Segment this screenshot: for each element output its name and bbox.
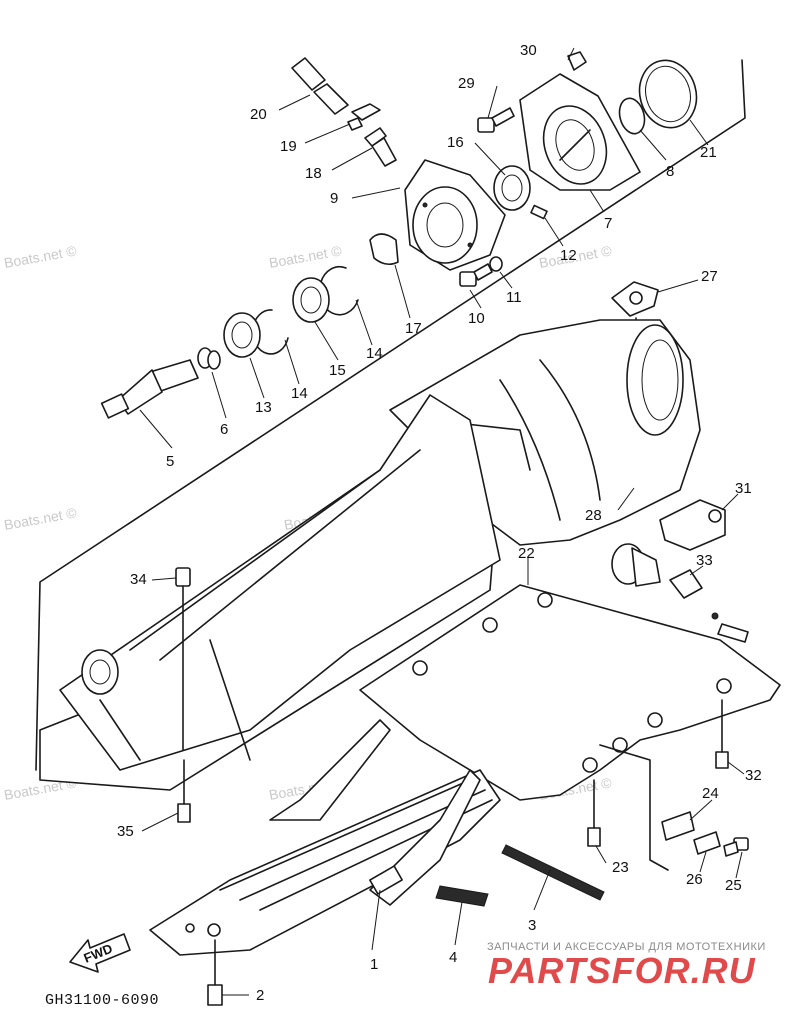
callout-18: 18 [305, 165, 322, 182]
callout-2: 2 [256, 987, 264, 1004]
callout-28: 28 [585, 507, 602, 524]
callout-15: 15 [329, 362, 346, 379]
watermark: Boats.net © [3, 242, 79, 271]
part-1-grate [149, 719, 501, 956]
part-18-pin [364, 127, 397, 167]
callout-13: 13 [255, 399, 272, 416]
callout-33: 33 [696, 552, 713, 569]
part-35-bolt [177, 759, 191, 823]
part-26-plate [693, 831, 721, 855]
intake-duct-assembly [39, 394, 501, 791]
callout-9: 9 [330, 190, 338, 207]
callout-7: 7 [604, 215, 612, 232]
part-22-ride-plate [359, 584, 781, 871]
part-4-block [435, 885, 489, 907]
part-34-bolt [175, 567, 191, 751]
part-5-shaft [100, 359, 199, 419]
callout-10: 10 [468, 310, 485, 327]
part-small-pin [711, 612, 749, 643]
callout-4: 4 [449, 949, 457, 966]
part-27-mount [611, 281, 659, 317]
watermark: Boats.net © [268, 242, 344, 271]
callout-23: 23 [612, 859, 629, 876]
part-16-bearing [493, 165, 531, 211]
part-12-pin [530, 204, 548, 220]
exploded-group-outline [35, 59, 746, 771]
part-25-bolt [723, 837, 749, 857]
part-19-clip [347, 103, 381, 131]
callout-6: 6 [220, 421, 228, 438]
callout-29: 29 [458, 75, 475, 92]
callout-8: 8 [666, 163, 674, 180]
part-33-pin [669, 569, 703, 599]
part-32-bolt [715, 699, 729, 769]
callout-21: 21 [700, 144, 717, 161]
callout-14: 14 [291, 385, 308, 402]
callout-34: 34 [130, 571, 147, 588]
brand-tagline: ЗАПЧАСТИ И АКСЕССУАРЫ ДЛЯ МОТОТЕХНИКИ [487, 941, 766, 953]
callout-12: 12 [560, 247, 577, 264]
drawing-code: GH31100-6090 [45, 992, 159, 1009]
callout-16: 16 [447, 134, 464, 151]
callout-30: 30 [520, 42, 537, 59]
part-9-bearing-housing [404, 159, 506, 271]
brand-watermark: ЗАПЧАСТИ И АКСЕССУАРЫ ДЛЯ МОТОТЕХНИКИ PA… [487, 941, 766, 991]
callout-32: 32 [745, 767, 762, 784]
part-31-bracket [659, 499, 726, 551]
part-20-sleeve [291, 57, 349, 115]
callout-14b: 14 [366, 345, 383, 362]
callout-24: 24 [702, 785, 719, 802]
part-29-bolt [477, 107, 515, 133]
part-24-block [661, 811, 695, 841]
part-impeller-cap [611, 543, 661, 587]
callout-27: 27 [701, 268, 718, 285]
part-11-washer [489, 256, 503, 272]
watermark: Boats.net © [3, 504, 79, 533]
part-17-clip [369, 233, 399, 266]
part-21-ring [638, 59, 698, 129]
callouts: 1 2 3 4 5 6 7 8 9 10 11 12 13 14 14 15 1… [117, 42, 762, 1004]
part-30-plate [567, 51, 587, 71]
callout-20: 20 [250, 106, 267, 123]
callout-1: 1 [370, 956, 378, 973]
callout-3: 3 [528, 917, 536, 934]
callout-17: 17 [405, 320, 422, 337]
callout-26: 26 [686, 871, 703, 888]
callout-31: 31 [735, 480, 752, 497]
part-13-bearing [223, 312, 261, 358]
part-23-bolt [587, 779, 601, 847]
part-3-strip [501, 844, 605, 901]
callout-11: 11 [506, 289, 522, 306]
callout-22: 22 [518, 545, 535, 562]
part-7-housing [519, 73, 641, 191]
callout-19: 19 [280, 138, 297, 155]
callout-25: 25 [725, 877, 742, 894]
fwd-arrow-icon: FWD [69, 933, 131, 973]
part-8-oring [618, 97, 646, 135]
part-15-bearing [292, 277, 330, 323]
part-6-orings [197, 347, 221, 370]
brand-logo: PARTSFOR.RU [488, 950, 756, 991]
leader-lines [139, 47, 745, 996]
part-10-bolt [459, 263, 493, 287]
callout-35: 35 [117, 823, 134, 840]
callout-5: 5 [166, 453, 174, 470]
